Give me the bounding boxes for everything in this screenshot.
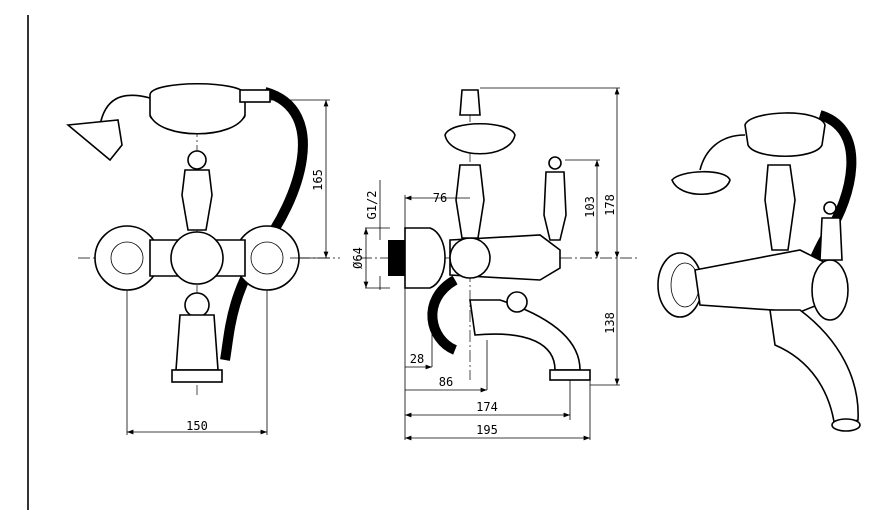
dim-86: 86 [439,375,453,389]
dim-165: 165 [311,169,325,191]
dim-150: 150 [186,419,208,433]
perspective-view [657,110,861,432]
side-view [360,87,640,441]
front-view [66,82,340,435]
dim-195: 195 [476,423,498,437]
dim-138: 138 [603,312,617,334]
dim-103: 103 [583,196,597,218]
dim-g12: G1/2 [365,191,379,220]
dim-64: Ø64 [351,247,365,269]
dim-76: 76 [433,191,447,205]
dim-28: 28 [410,352,424,366]
dim-174: 174 [476,400,498,414]
dim-178: 178 [603,194,617,216]
